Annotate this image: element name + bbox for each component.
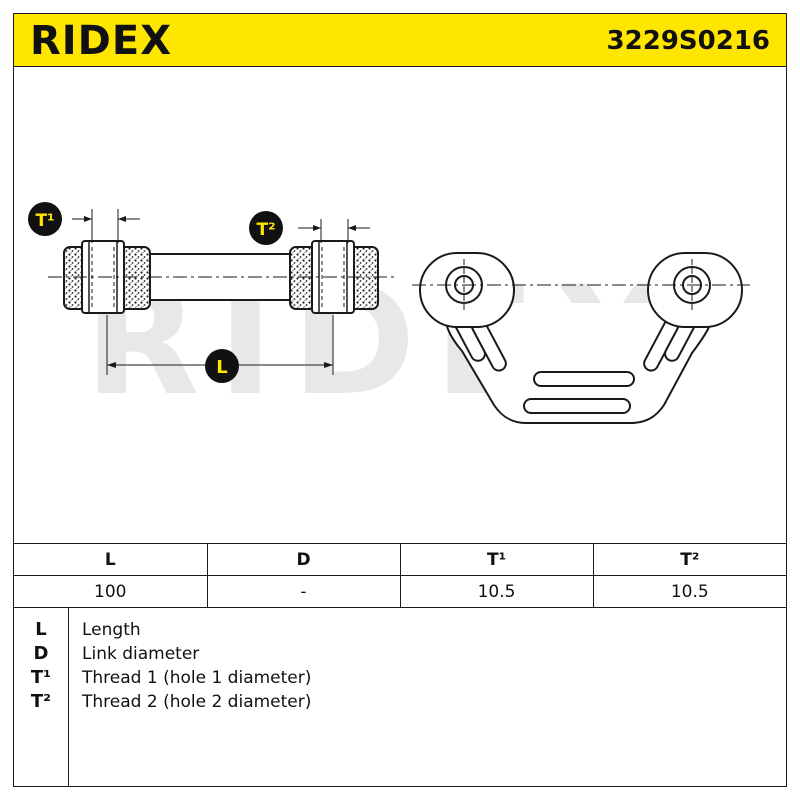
part-number: 3229S0216: [606, 26, 770, 56]
legend-item: L Length: [14, 618, 786, 642]
t2-callout-label: T²: [256, 220, 275, 240]
t2-dimension: [298, 219, 370, 243]
specs-value-l: 100: [14, 575, 208, 608]
right-eye: [647, 252, 743, 328]
t1-dimension: [72, 209, 140, 243]
legend-key: T²: [30, 691, 52, 712]
specs-header-t1: T¹: [399, 543, 594, 576]
t1-callout: T¹: [28, 202, 62, 236]
legend-desc: Thread 1 (hole 1 diameter): [82, 668, 312, 688]
legend-item: D Link diameter: [14, 642, 786, 666]
legend-desc: Thread 2 (hole 2 diameter): [82, 692, 312, 712]
specs-value-row: 100 - 10.5 10.5: [14, 575, 786, 608]
specs-value-d: -: [206, 575, 401, 608]
specs-header-t2: T²: [592, 543, 786, 576]
legend-key: D: [33, 643, 49, 664]
drawing-canvas: T¹ T² L: [28, 202, 750, 424]
brand-logo: RIDEX: [30, 18, 173, 64]
product-sheet: RIDEX 3229S0216 RIDEX: [13, 13, 787, 787]
header-bar: RIDEX 3229S0216: [14, 14, 786, 67]
specs-value-t1: 10.5: [399, 575, 594, 608]
front-view: [412, 252, 750, 424]
technical-drawing: RIDEX: [14, 67, 786, 543]
length-callout: L: [205, 349, 239, 383]
legend-key: L: [35, 619, 47, 640]
legend-desc: Length: [82, 620, 141, 640]
specs-header-d: D: [206, 543, 401, 576]
legend-item: T¹ Thread 1 (hole 1 diameter): [14, 666, 786, 690]
specs-header-row: L D T¹ T²: [14, 543, 786, 576]
legend: L Length D Link diameter T¹ Thread 1 (ho…: [14, 608, 786, 786]
length-callout-label: L: [216, 357, 227, 378]
right-bushing: [289, 240, 379, 314]
bracket-plate: [444, 302, 717, 424]
legend-key: T¹: [30, 667, 52, 688]
legend-divider: [68, 608, 69, 786]
legend-item: T² Thread 2 (hole 2 diameter): [14, 690, 786, 714]
side-view: [48, 209, 398, 375]
t1-callout-label: T¹: [35, 211, 54, 231]
left-eye: [419, 252, 515, 328]
specs-header-l: L: [14, 543, 208, 576]
specs-table: L D T¹ T² 100 - 10.5 10.5: [14, 543, 786, 608]
specs-value-t2: 10.5: [592, 575, 786, 608]
t2-callout: T²: [249, 211, 283, 245]
legend-desc: Link diameter: [82, 644, 200, 664]
